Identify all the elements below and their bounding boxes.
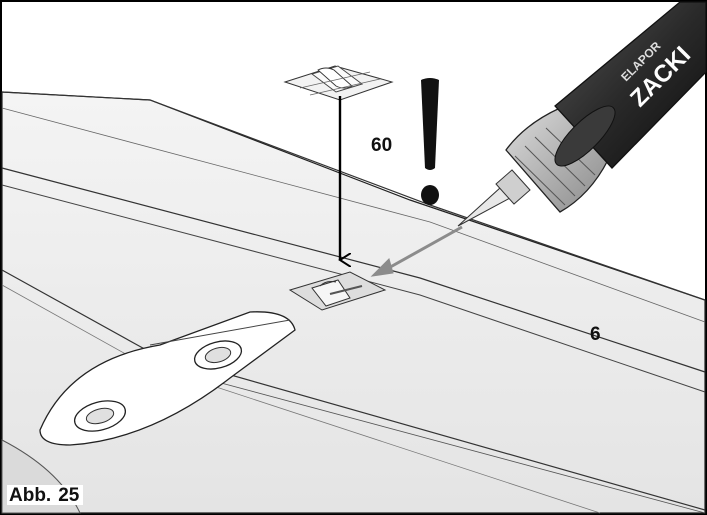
part-label-wing: 6	[590, 324, 601, 345]
caption-number: 25	[58, 485, 80, 506]
hinge-icon	[283, 65, 394, 101]
glue-tube-icon: ZACKI ELAPOR	[457, 1, 707, 227]
exclamation-icon	[421, 78, 439, 205]
hinge-slot	[288, 271, 387, 311]
part-label-hinge: 60	[371, 135, 393, 156]
figure-caption: Abb. 25	[7, 485, 84, 506]
servo-cover-plate	[39, 311, 296, 446]
caption-prefix: Abb.	[9, 485, 52, 506]
arrow-icon	[370, 225, 463, 277]
